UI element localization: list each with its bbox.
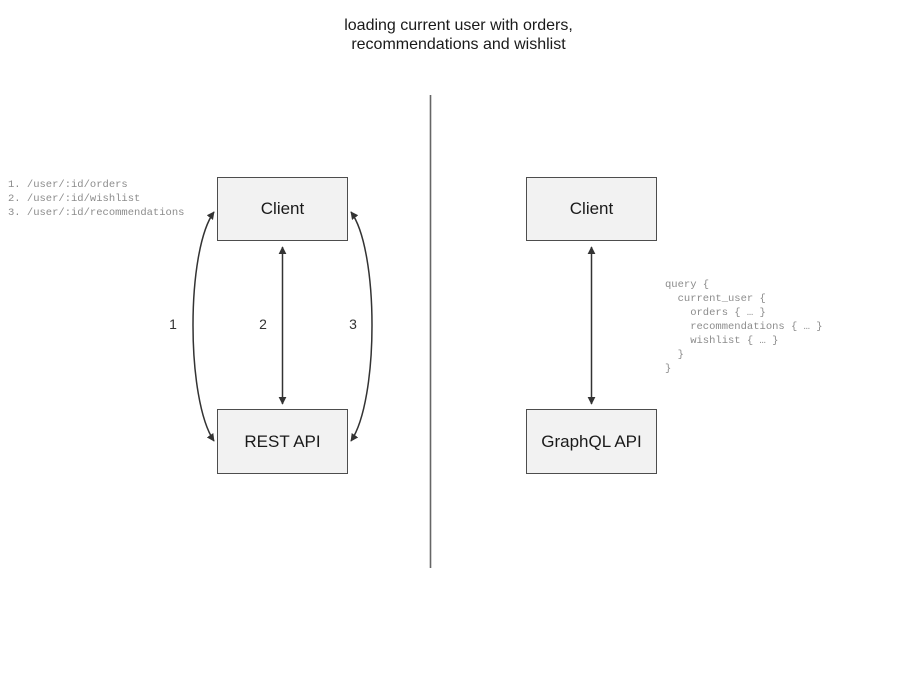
node-client-rest[interactable]: Client <box>217 177 348 241</box>
node-client-graphql[interactable]: Client <box>526 177 657 241</box>
edge-rest-orders <box>192 211 215 442</box>
rest-endpoint-list: 1. /user/:id/orders 2. /user/:id/wishlis… <box>8 179 185 219</box>
graphql-query-snippet: query { current_user { orders { … } reco… <box>665 279 823 375</box>
node-rest-api[interactable]: REST API <box>217 409 348 474</box>
node-graphql-api[interactable]: GraphQL API <box>526 409 657 474</box>
edge-label-1: 1 <box>169 316 177 332</box>
edge-label-2: 2 <box>259 316 267 332</box>
edge-label-3: 3 <box>349 316 357 332</box>
diagram-title: loading current user with orders, recomm… <box>344 17 573 53</box>
edge-rest-recommendations <box>350 211 373 442</box>
